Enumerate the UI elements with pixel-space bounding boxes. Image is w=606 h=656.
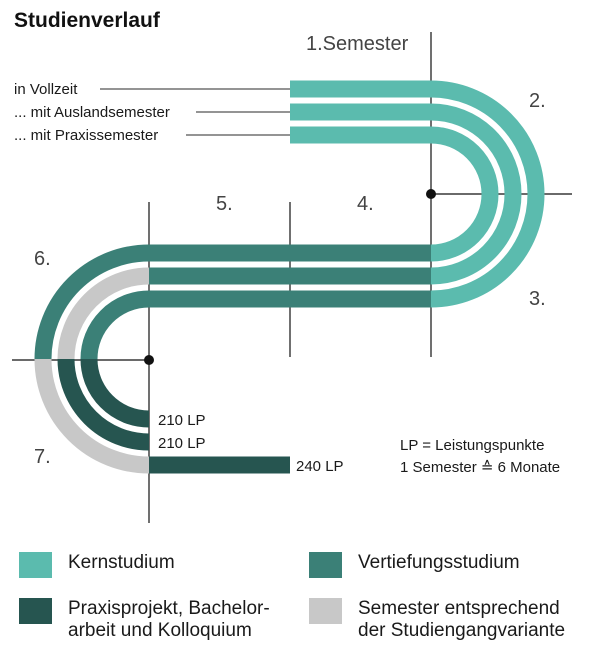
semester-label-7: 7. <box>34 446 51 468</box>
variant-label-praxis: ... mit Praxissemester <box>14 127 158 144</box>
track-vollzeit-praxis <box>80 358 150 428</box>
semester-label-4: 4. <box>357 193 374 215</box>
legend-label-praxis-line1: Praxisprojekt, Bachelor- <box>68 598 270 619</box>
legend-item-vertiefung: Vertiefungsstudium <box>309 552 520 578</box>
legend-swatch-vertiefung <box>309 552 342 578</box>
legend-label-semester-line1: Semester entsprechend <box>358 598 560 619</box>
semester-label-1: 1.Semester <box>306 33 409 55</box>
legend-label-praxis-line2: arbeit und Kolloquium <box>68 620 252 641</box>
points-label-auslands: 210 LP <box>158 435 206 452</box>
track-praxis-semester <box>34 358 150 474</box>
variant-label-vollzeit: in Vollzeit <box>14 81 78 98</box>
legend-swatch-kern <box>19 552 52 578</box>
track-auslands-praxis <box>57 358 150 451</box>
semester-label-5: 5. <box>216 193 233 215</box>
track-praxis <box>34 126 499 474</box>
legend-item-kern: Kernstudium <box>19 552 175 578</box>
page-title: Studienverlauf <box>14 9 161 32</box>
track-vollzeit <box>80 80 545 428</box>
note-semester-dauer: 1 Semester ≙ 6 Monate <box>400 459 560 476</box>
track-vollzeit-vertiefung-arc <box>80 290 150 360</box>
legend-label-semester-line2: der Studiengangvariante <box>358 620 566 641</box>
semester-label-2: 2. <box>529 90 546 112</box>
study-course-diagram: Studienverlauf in Vollzeit ... m <box>12 9 572 523</box>
note-leistungspunkte: LP = Leistungspunkte <box>400 437 544 454</box>
legend-swatch-semester <box>309 598 342 624</box>
legend-swatch-praxis <box>19 598 52 624</box>
track-praxis-vertiefung <box>34 244 431 360</box>
legend-label-kern: Kernstudium <box>68 552 175 573</box>
axis-dot-upper <box>426 189 436 199</box>
legend-label-vertiefung: Vertiefungsstudium <box>358 552 520 573</box>
legend-item-praxis: Praxisprojekt, Bachelor- arbeit und Koll… <box>19 598 270 642</box>
legend: Kernstudium Vertiefungsstudium Praxispro… <box>0 540 606 656</box>
legend-item-semester: Semester entsprechend der Studiengangvar… <box>309 598 565 642</box>
variant-label-auslands: ... mit Auslandsemester <box>14 104 170 121</box>
points-label-vollzeit: 210 LP <box>158 412 206 429</box>
track-praxis-kern <box>290 126 499 262</box>
semester-label-3: 3. <box>529 288 546 310</box>
axis-dot-lower <box>144 355 154 365</box>
variant-leaders <box>100 88 290 136</box>
track-auslands <box>57 103 522 451</box>
semester-label-6: 6. <box>34 248 51 270</box>
track-auslands-semester <box>57 267 150 360</box>
track-auslands-kern <box>290 103 522 285</box>
points-label-praxis: 240 LP <box>296 458 344 475</box>
track-vollzeit-kern <box>290 80 545 308</box>
